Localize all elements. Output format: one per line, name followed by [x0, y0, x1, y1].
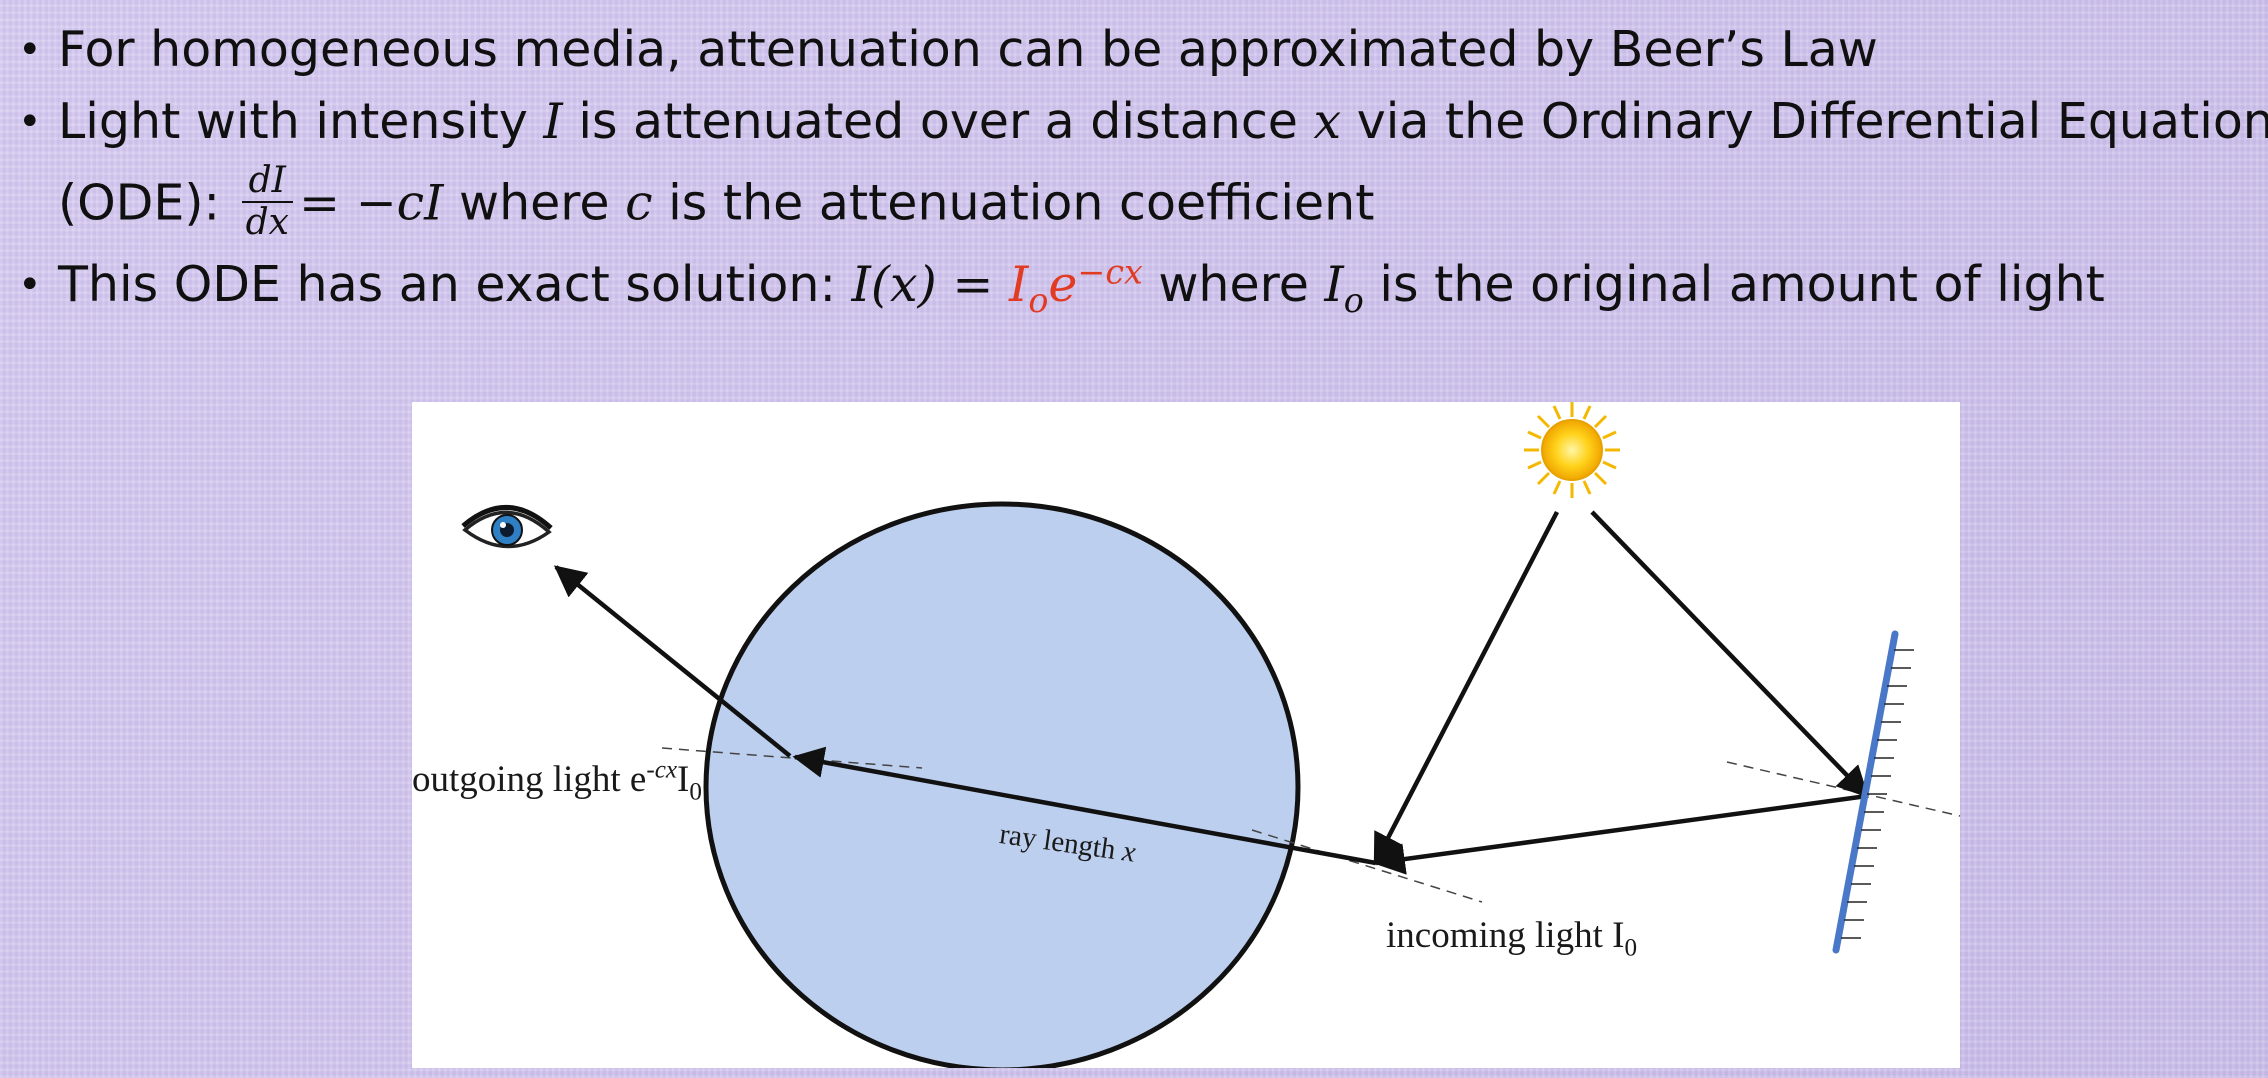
bullet-3-text: This ODE has an exact solution: I(x) = I… [58, 252, 2105, 320]
ray-sun-to-mirror [1590, 510, 1869, 798]
math-x: x [1313, 93, 1342, 150]
ray-mirror-to-sphere [1373, 793, 1868, 875]
ray-through-sphere [792, 746, 1377, 866]
math-I: I [543, 93, 563, 150]
solution-exponential: e−cx [1048, 252, 1143, 313]
diagram-svg [461, 402, 1960, 1068]
bullet-dot: • [18, 262, 42, 308]
entry-tangent-dashed [1251, 829, 1483, 903]
medium-sphere [703, 501, 1301, 1068]
solution-lhs: I(x) = [851, 256, 1009, 313]
sun-icon [1524, 402, 1620, 498]
bullet-dot: • [18, 99, 42, 145]
bullet-2-text: Light with intensity I is attenuated ove… [58, 93, 2268, 150]
solution-I0: Io [1008, 256, 1049, 320]
bullet-1-text: For homogeneous media, attenuation can b… [58, 21, 1878, 78]
outgoing-light-label: outgoing light e-cxI0 [412, 756, 702, 806]
exit-tangent-dashed [661, 747, 923, 769]
ray-sun-to-sphere [1373, 510, 1559, 866]
incoming-light-label: incoming light I0 [1386, 915, 1638, 962]
bullet-dot: • [18, 27, 42, 73]
ray-to-eye [553, 565, 792, 758]
math-Io: Io [1324, 256, 1364, 320]
mirror [1832, 630, 1914, 954]
ode-rhs: = −cI [298, 174, 444, 232]
math-c: c [625, 174, 653, 232]
eye-icon [461, 505, 553, 549]
beers-law-diagram: outgoing light e-cxI0 ray length x incom… [412, 402, 1960, 1068]
